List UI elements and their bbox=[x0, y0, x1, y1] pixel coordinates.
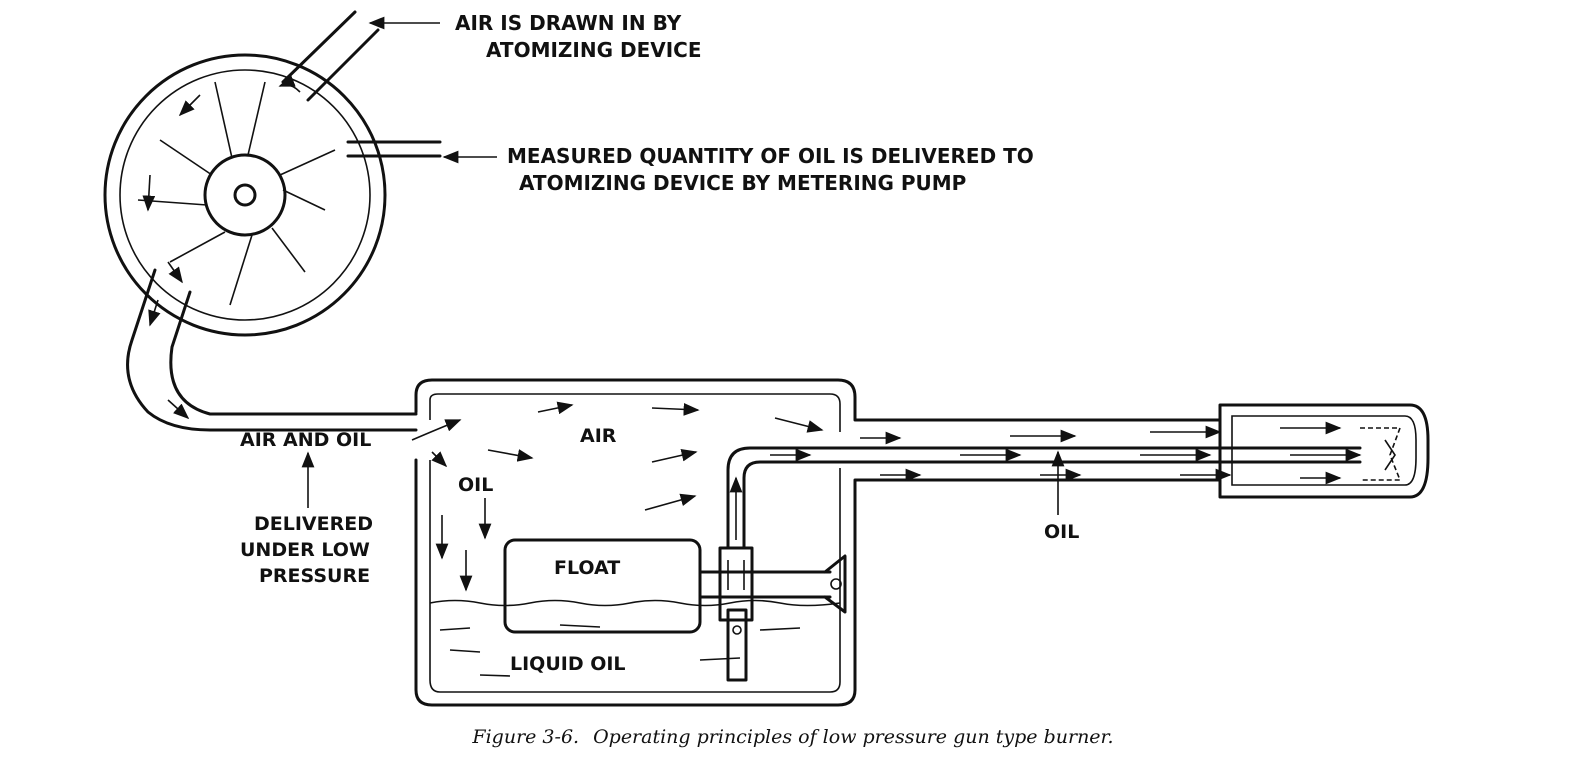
label-delivered-3: PRESSURE bbox=[259, 565, 370, 587]
label-oil-nozzle: OIL bbox=[1044, 521, 1079, 543]
label-measured-oil-1: MEASURED QUANTITY OF OIL IS DELIVERED TO bbox=[507, 144, 1034, 168]
air-intake-pipe bbox=[278, 10, 380, 102]
label-measured-oil-2: ATOMIZING DEVICE BY METERING PUMP bbox=[519, 171, 966, 195]
label-liquid-oil: LIQUID OIL bbox=[510, 653, 626, 675]
label-air-and-oil: AIR AND OIL bbox=[240, 429, 371, 451]
label-air-drawn-in-1: AIR IS DRAWN IN BY bbox=[455, 11, 682, 35]
label-delivered-1: DELIVERED bbox=[254, 513, 373, 535]
figure-caption-text: Operating principles of low pressure gun… bbox=[593, 726, 1114, 748]
label-float: FLOAT bbox=[554, 557, 620, 579]
nozzle-icon bbox=[1218, 403, 1430, 499]
label-oil-tank: OIL bbox=[458, 474, 493, 496]
figure-caption: Figure 3-6. Operating principles of low p… bbox=[0, 726, 1586, 748]
float-icon bbox=[503, 538, 847, 634]
delivery-pipe bbox=[126, 268, 418, 432]
flow-arrows bbox=[411, 401, 824, 592]
label-air-drawn-in-2: ATOMIZING DEVICE bbox=[486, 38, 702, 62]
oil-pickup-tube bbox=[718, 446, 1362, 682]
tank bbox=[414, 378, 1222, 707]
tube-arrows bbox=[770, 421, 1362, 485]
figure-number: Figure 3-6. bbox=[472, 726, 580, 748]
label-air: AIR bbox=[580, 425, 617, 447]
oil-metering-pipe bbox=[346, 140, 442, 158]
label-delivered-2: UNDER LOW bbox=[240, 539, 370, 561]
fan-icon bbox=[103, 53, 387, 337]
